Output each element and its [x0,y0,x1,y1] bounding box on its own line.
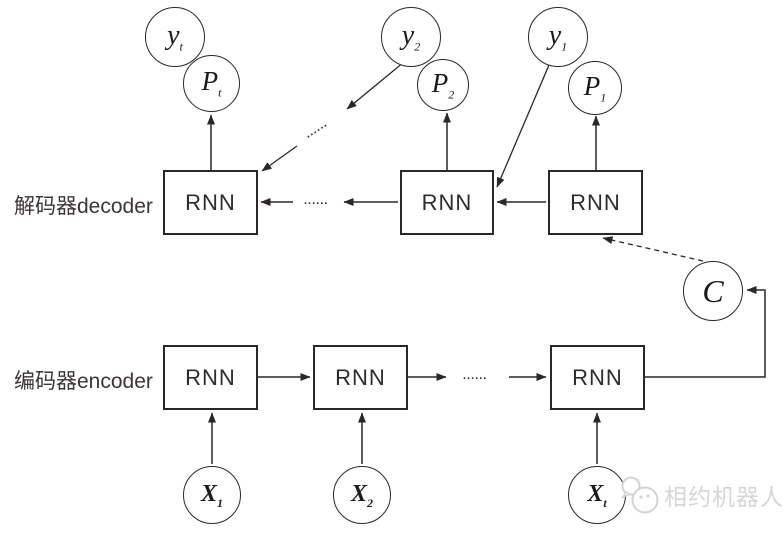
encoder-row-ellipsis: ...... [463,370,488,382]
encoder-row-label: 编码器encoder [14,370,153,393]
label-sub: t [218,85,222,100]
decoder-rnn-box-3-label: RNN [570,189,621,215]
node-y-t: yt [145,7,205,67]
wire-y2-to-decoder1-seg1 [346,61,405,110]
label-sub: t [179,39,183,54]
node-x-2-label: X2 [351,482,373,509]
node-y-2: y2 [381,7,441,67]
decoder-rnn-box-1-label: RNN [185,189,236,215]
decoder-rnn-box-1: RNN [163,170,258,235]
label-sub: 1 [217,495,223,510]
label-base: y [401,19,415,51]
node-x-1: X1 [183,466,241,524]
node-p-t-label: Pt [201,66,222,100]
encoder-rnn-box-1: RNN [163,345,258,410]
label-sub: 2 [448,87,455,102]
label-base: y [548,19,562,51]
encoder-rnn-box-3: RNN [550,345,645,410]
node-p-t: Pt [183,55,240,112]
node-p-1-label: P1 [583,70,607,105]
decoder-rnn-box-2: RNN [400,170,494,235]
wire-y2-to-decoder1-seg2 [261,145,298,172]
node-x-1-label: X1 [201,482,223,509]
label-sub: 1 [600,90,607,105]
wire-y1-to-decoder2 [496,64,550,188]
node-context-c-label: C [702,273,724,309]
label-base: X [200,480,217,507]
wire-context-to-decoder3-dashed [602,236,704,262]
watermark-text: 相约机器人 [664,484,784,510]
node-p-1: P1 [568,61,622,115]
label-base: P [431,67,449,98]
encoder-rnn-box-2: RNN [313,345,408,410]
decoder-rnn-box-2-label: RNN [421,189,473,215]
node-p-2-label: P2 [431,67,455,102]
node-y-1: y1 [528,7,588,67]
node-y-1-label: y1 [548,19,568,54]
label-sub: 2 [414,39,421,54]
wire-encoder3-to-context [645,286,766,378]
node-context-c: C [683,261,743,321]
node-x-t-label: Xt [587,482,606,509]
label-base: y [167,19,180,51]
node-y-t-label: yt [167,19,183,54]
label-sub: 1 [561,39,568,54]
node-y-2-label: y2 [401,19,421,54]
encoder-rnn-box-3-label: RNN [572,364,623,390]
label-base: P [583,70,601,101]
decoder-row-ellipsis: ...... [304,195,329,207]
label-base: X [587,480,604,507]
label-base: P [201,66,219,97]
label-sub: t [603,495,607,510]
decoder-row-label: 解码器decoder [14,195,153,218]
watermark: 相约机器人 [618,472,784,518]
node-x-2: X2 [333,466,391,524]
encoder-rnn-box-2-label: RNN [335,364,386,390]
label-sub: 2 [367,495,373,510]
node-p-2: P2 [417,59,469,111]
watermark-logo-icon [621,476,659,514]
encoder-rnn-box-1-label: RNN [185,364,236,390]
label-base: X [350,480,367,507]
decoder-rnn-box-3: RNN [548,170,643,235]
